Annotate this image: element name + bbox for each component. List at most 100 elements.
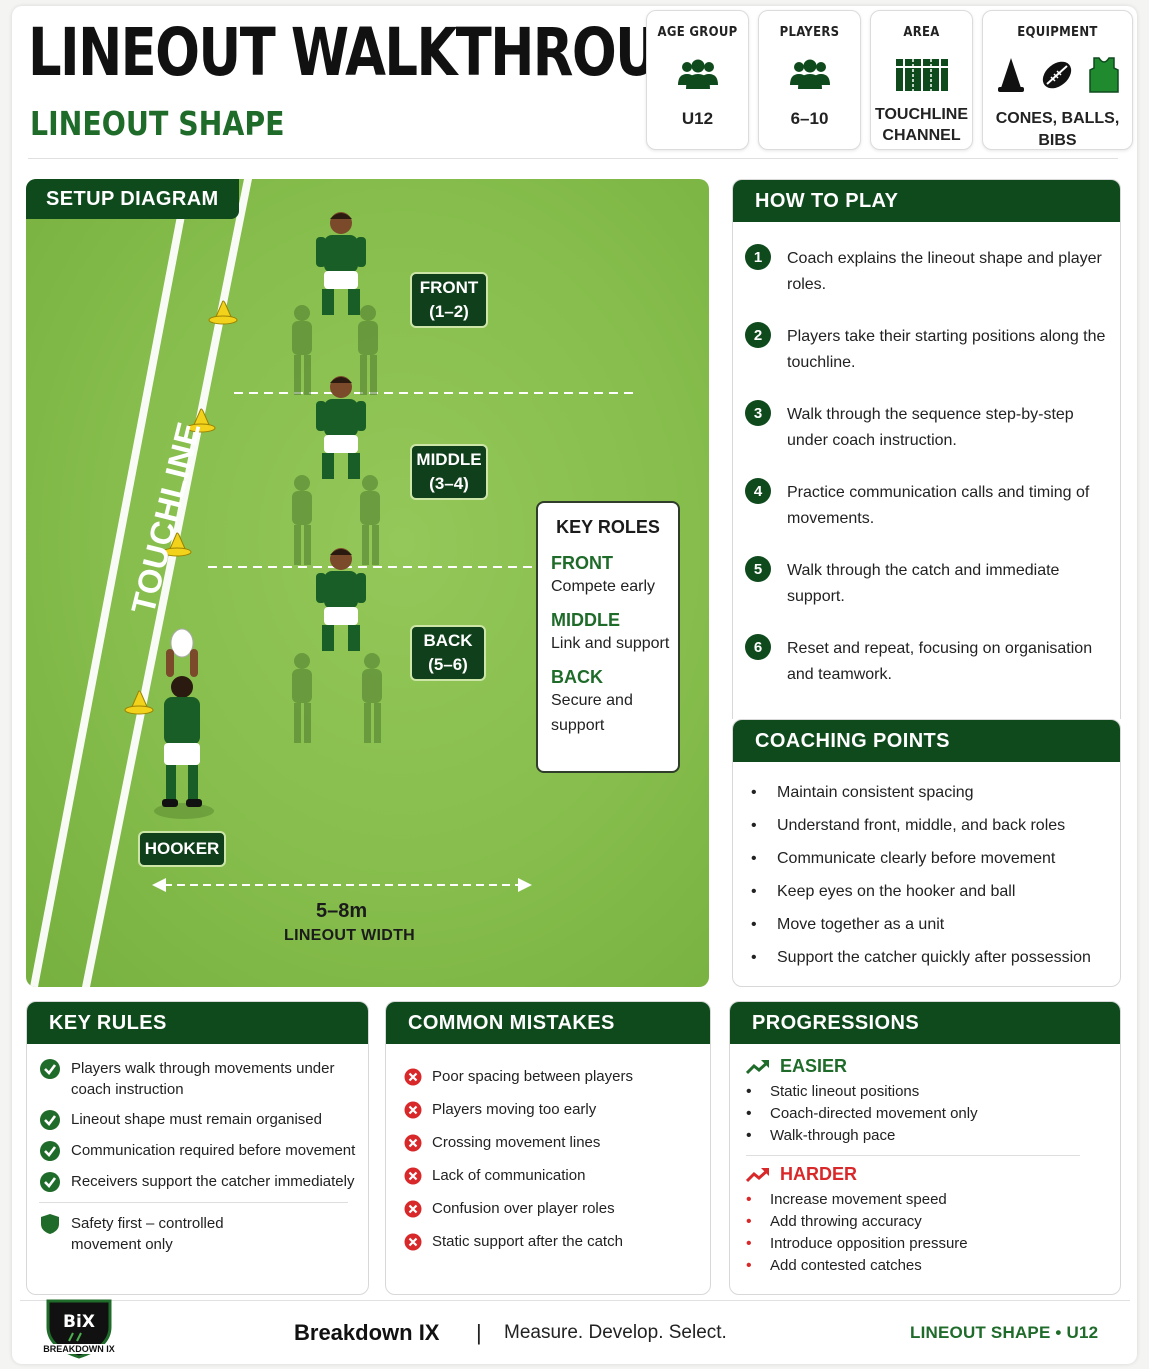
- step-text: Walk through the sequence step-by-step u…: [787, 406, 1074, 449]
- coaching-point: •Keep eyes on the hooker and ball: [751, 875, 1120, 908]
- progressions-body: EASIER •Static lineout positions•Coach-d…: [730, 1044, 1120, 1277]
- easier-list: • Static lineout positions •Coach-directed…: [746, 1081, 1120, 1147]
- safety-rule-text: Safety first – controlled movement only: [71, 1215, 224, 1253]
- svg-text:BiX: BiX: [63, 1312, 95, 1332]
- role-front: FRONT: [551, 553, 613, 573]
- lineout-width-value: 5–8m: [316, 900, 368, 922]
- footer-tagline: Measure. Develop. Select.: [504, 1322, 727, 1343]
- page-subtitle: LINEOUT SHAPE: [30, 104, 285, 143]
- page-title: LINEOUT WALKTHROUGH: [28, 14, 742, 91]
- bullet-dot: •: [746, 1257, 752, 1274]
- key-rules-title: KEY RULES: [27, 1002, 368, 1044]
- coaching-point-text: Keep eyes on the hooker and ball: [777, 883, 1016, 900]
- harder-item: •Increase movement speed: [746, 1189, 1120, 1211]
- step-text: Walk through the catch and immediate sup…: [787, 562, 1060, 605]
- x-circle-icon: [404, 1233, 422, 1251]
- step-number: 1: [745, 244, 771, 270]
- step-number: 4: [745, 478, 771, 504]
- check-circle-icon: [39, 1171, 61, 1193]
- x-circle-icon: [404, 1068, 422, 1086]
- trend-up-icon: [746, 1059, 769, 1074]
- key-rule-text: Players walk through movements under coa…: [71, 1060, 335, 1098]
- check-circle-icon: [39, 1109, 61, 1131]
- step-number: 2: [745, 322, 771, 348]
- bullet-dot: •: [746, 1213, 752, 1230]
- check-circle-icon: [39, 1140, 61, 1162]
- x-circle-icon: [404, 1200, 422, 1218]
- mistake-text: Players moving too early: [432, 1101, 597, 1118]
- meta-value: TOUCHLINE CHANNEL: [874, 106, 969, 144]
- key-rules-panel: KEY RULES Players walk through movements…: [26, 1001, 369, 1295]
- coaching-point-text: Maintain consistent spacing: [777, 784, 974, 801]
- meta-card-equipment: EQUIPMENT CONES, BALLS, BIBS: [982, 10, 1133, 150]
- meta-value: 6–10: [790, 109, 829, 128]
- mistake-text: Lack of communication: [432, 1167, 586, 1184]
- mistake-text: Static support after the catch: [432, 1233, 623, 1250]
- progressions-panel: PROGRESSIONS EASIER • Static lineout posi…: [729, 1001, 1121, 1295]
- step-item: 3 Walk through the sequence step-by-step …: [745, 400, 1120, 454]
- coaching-points-list: • Maintain consistent spacing • Understand …: [733, 762, 1120, 974]
- cone: [208, 300, 238, 325]
- meta-label: AREA: [903, 25, 940, 40]
- footer-divider: [20, 1300, 1130, 1301]
- meta-value: CONES, BALLS, BIBS: [995, 110, 1120, 149]
- x-circle-icon: [404, 1101, 422, 1119]
- key-rule: Players walk through movements under coa…: [39, 1058, 368, 1100]
- harder-item: •Add throwing accuracy: [746, 1211, 1120, 1233]
- key-rule-text: Receivers support the catcher immediatel…: [71, 1173, 355, 1190]
- mistake-item: Players moving too early: [404, 1099, 710, 1121]
- common-mistakes-panel: COMMON MISTAKES Poor spacing between pla…: [385, 1001, 711, 1295]
- easier-heading: EASIER: [746, 1056, 1120, 1077]
- bullet-dot: •: [751, 949, 757, 966]
- shield-icon: BiX: [46, 1299, 112, 1359]
- players-group-icon: [759, 54, 860, 96]
- bullet-dot: •: [751, 850, 757, 867]
- cone-icon: [997, 58, 1024, 92]
- step-text: Reset and repeat, focusing on organisati…: [787, 640, 1093, 683]
- mistake-item: Confusion over player roles: [404, 1198, 710, 1220]
- role-middle: MIDDLE: [551, 610, 620, 630]
- coaching-point-text: Understand front, middle, and back roles: [777, 817, 1066, 834]
- step-item: 6 Reset and repeat, focusing on organisat…: [745, 634, 1120, 688]
- coaching-point: • Maintain consistent spacing: [751, 776, 1120, 809]
- header-divider: [28, 158, 1118, 159]
- harder-item-text: Increase movement speed: [770, 1191, 947, 1208]
- mistake-item: Static support after the catch: [404, 1231, 710, 1253]
- step-number: 6: [745, 634, 771, 660]
- mistake-item: Crossing movement lines: [404, 1132, 710, 1154]
- player-back: [316, 548, 366, 651]
- cone: [162, 532, 192, 557]
- footer-drill-label: LINEOUT SHAPE • U12: [910, 1323, 1099, 1342]
- equipment-icons: [983, 54, 1132, 96]
- meta-card-age-group: AGE GROUP U12: [646, 10, 749, 150]
- meta-label: EQUIPMENT: [1017, 25, 1098, 40]
- step-number: 3: [745, 400, 771, 426]
- role-front-desc: Compete early: [551, 578, 656, 595]
- easier-item-text: Static lineout positions: [770, 1083, 920, 1100]
- key-rule-text: Lineout shape must remain organised: [71, 1111, 322, 1128]
- key-roles-card: KEY ROLES FRONT Compete early MIDDLE Lin…: [536, 501, 680, 773]
- how-to-play-title: HOW TO PLAY: [733, 180, 1120, 222]
- key-rule: Communication required before movement: [39, 1140, 368, 1162]
- trend-up-icon: [746, 1167, 769, 1182]
- logo-subtitle: BREAKDOWN IX: [38, 1344, 120, 1354]
- player-hooker: [154, 628, 214, 819]
- easier-item-text: Coach-directed movement only: [770, 1105, 978, 1122]
- easier-item: •Coach-directed movement only: [746, 1103, 1120, 1125]
- easier-item: •Walk-through pace: [746, 1125, 1120, 1147]
- mistake-text: Confusion over player roles: [432, 1200, 615, 1217]
- footer-separator: |: [476, 1320, 482, 1345]
- bullet-dot: •: [746, 1127, 752, 1144]
- bullet-dot: •: [751, 784, 757, 801]
- meta-label: AGE GROUP: [657, 25, 738, 40]
- key-rule: Receivers support the catcher immediatel…: [39, 1171, 368, 1193]
- bullet-dot: •: [751, 817, 757, 834]
- progressions-title: PROGRESSIONS: [730, 1002, 1120, 1044]
- back-tag: BACK (5–6): [410, 625, 486, 681]
- lineout-width-label: LINEOUT WIDTH: [284, 927, 415, 944]
- bullet-dot: •: [751, 916, 757, 933]
- coaching-point: •Move together as a unit: [751, 908, 1120, 941]
